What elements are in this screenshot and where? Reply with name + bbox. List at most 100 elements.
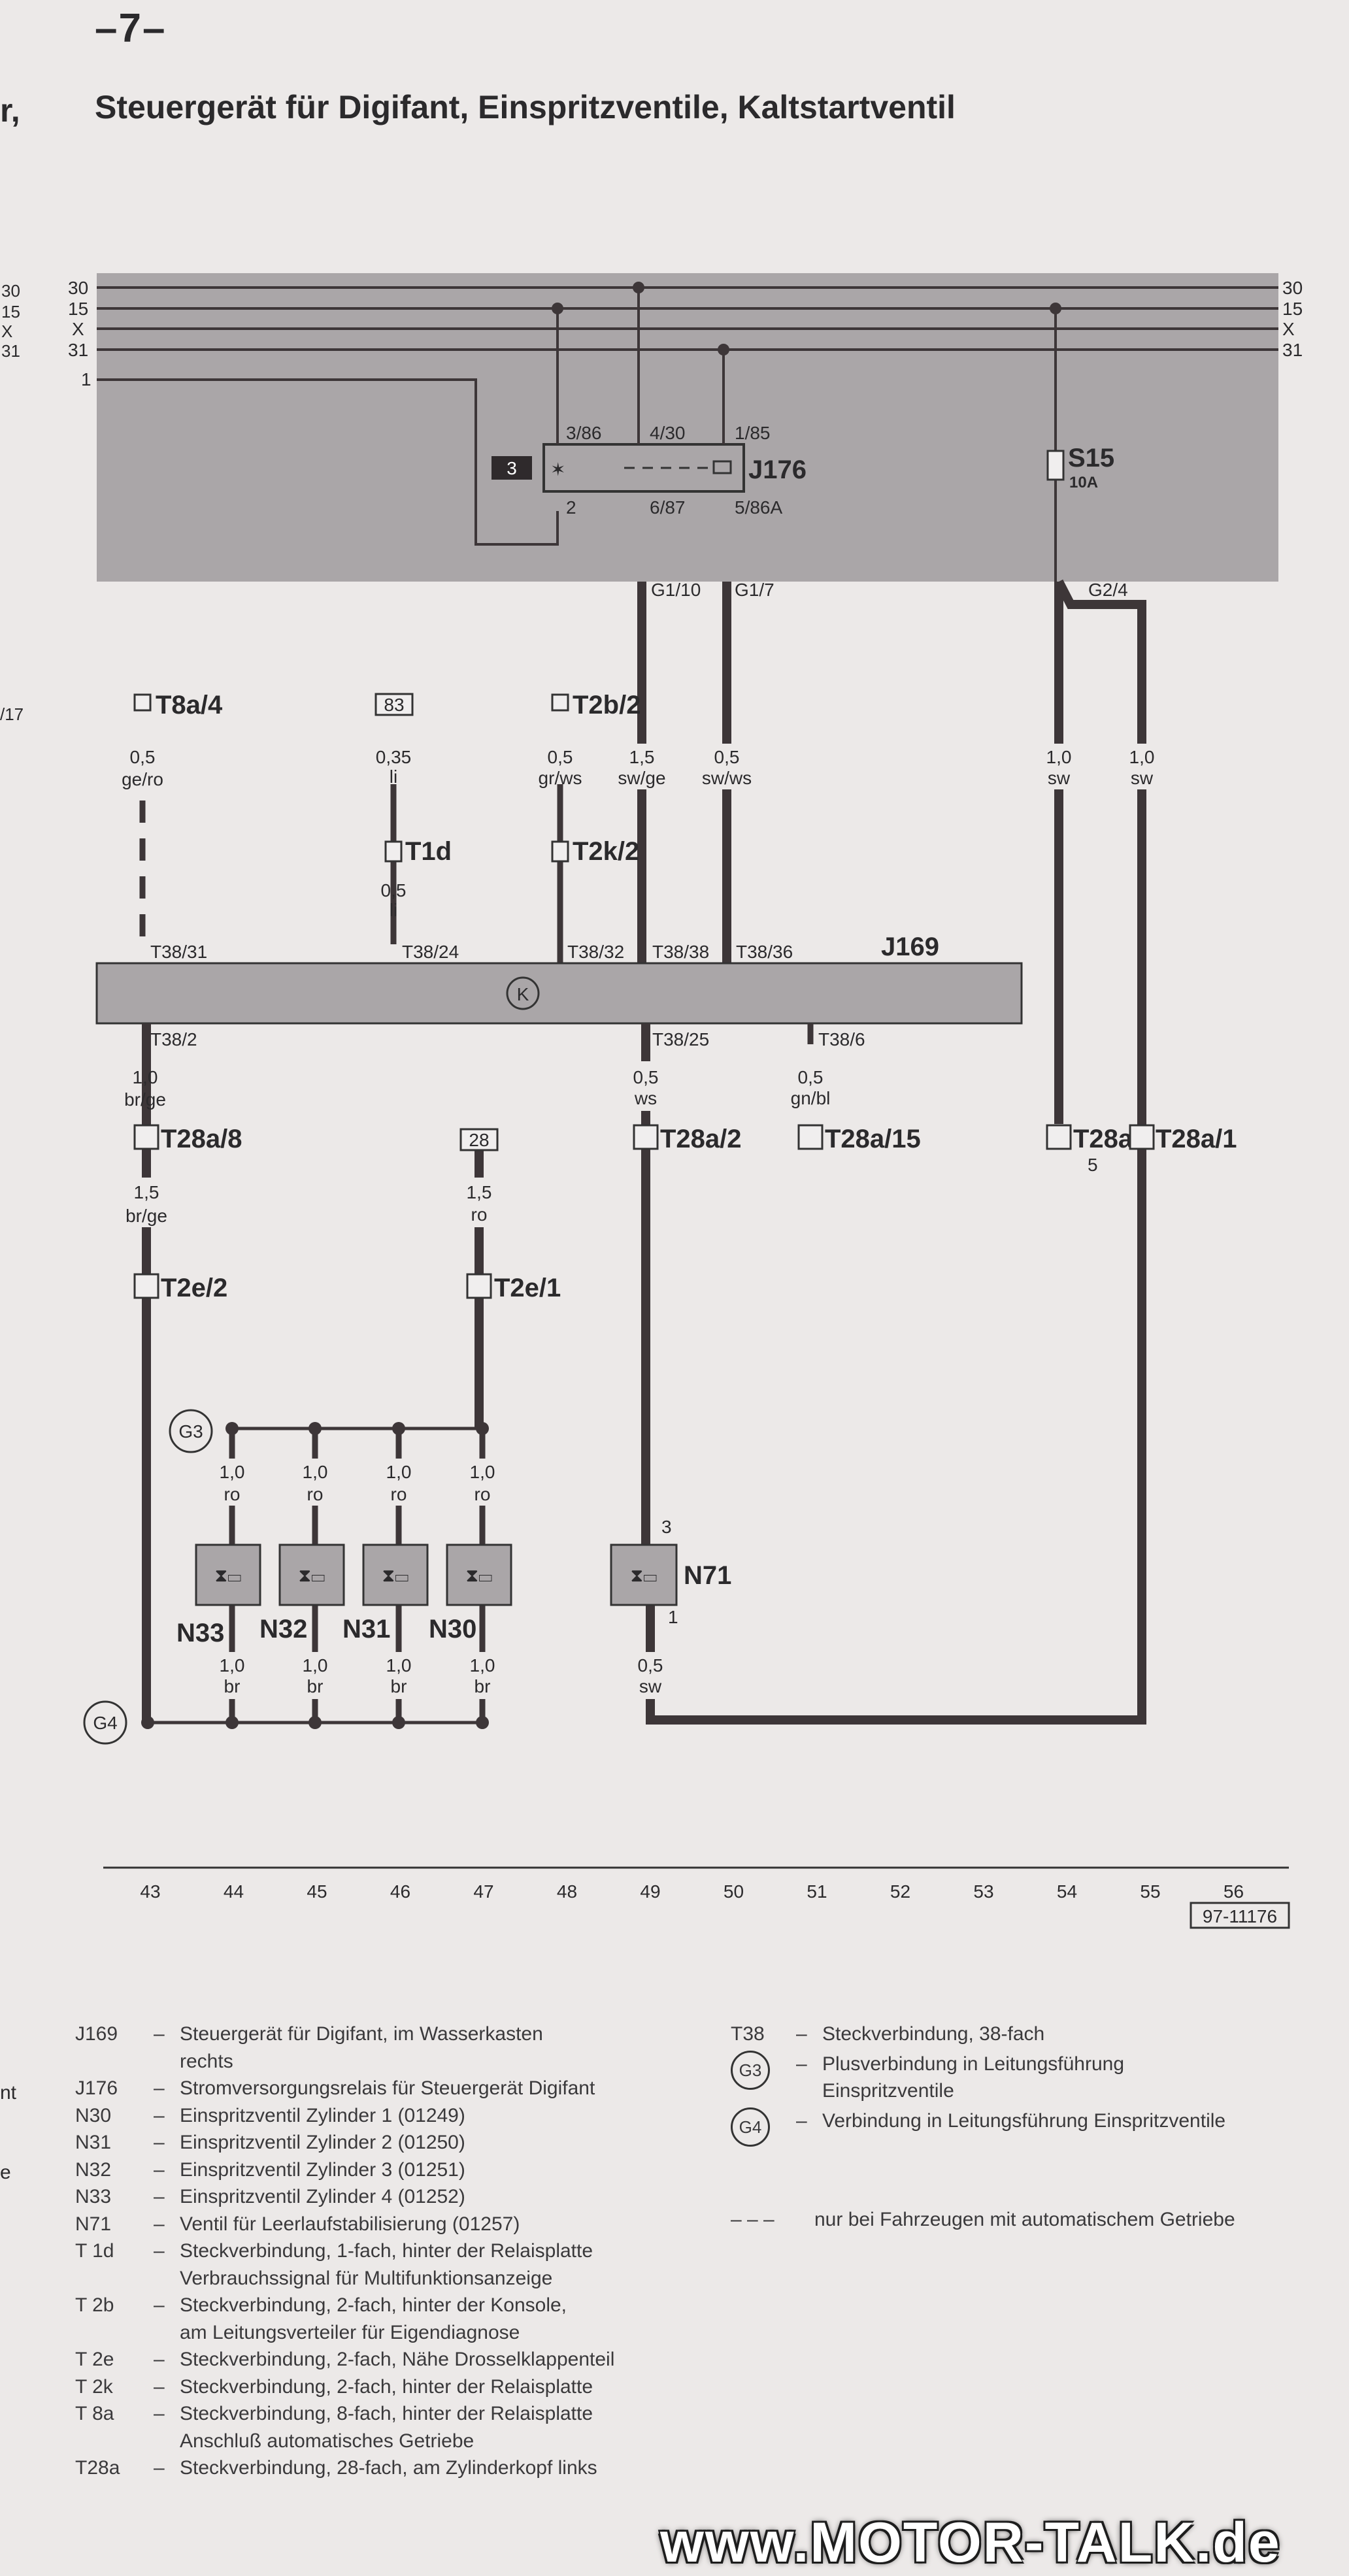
- scale-number: 56: [1224, 1881, 1244, 1902]
- connector-label: T8a/4: [156, 691, 223, 719]
- rail-label-left: 31: [68, 340, 88, 360]
- ecu-pin: T38/25: [652, 1029, 709, 1049]
- ecu-pin: T38/24: [402, 942, 459, 962]
- relay-coil: [712, 460, 732, 474]
- injector-n30: ⧗▭: [446, 1544, 512, 1606]
- legend-dash: –: [154, 2240, 165, 2262]
- scale-number: 48: [557, 1881, 577, 1902]
- legend-code: N33: [75, 2186, 112, 2207]
- legend-text: Einspritzventil Zylinder 2 (01250): [180, 2132, 465, 2153]
- rail-1: [97, 378, 559, 546]
- rail-label-right: 31: [1282, 340, 1303, 360]
- junction-dot: [225, 1422, 239, 1435]
- ground-connector: G1/10: [651, 580, 701, 600]
- connector-label: T2k/2: [573, 837, 639, 866]
- wire-n71-ground: [646, 1605, 1146, 1725]
- relay-pin: 5/86A: [735, 497, 782, 518]
- ref-box-label: 83: [384, 695, 404, 715]
- connector-symbol: [551, 693, 569, 712]
- ecu-pin: T38/32: [567, 942, 624, 962]
- relay-pin: 1/85: [735, 423, 771, 443]
- connector-symbol: [133, 1273, 159, 1299]
- legend-row: G4–Verbindung in Leitungsführung Einspri…: [731, 2107, 1319, 2147]
- rail-label-right: X: [1282, 319, 1295, 339]
- relay-diode-icon: ✶: [550, 459, 565, 480]
- legend-code: J176: [75, 2077, 118, 2099]
- wire-size: 1,0: [133, 1067, 158, 1087]
- edge-fragment: nt: [0, 2082, 17, 2104]
- ref-box: [459, 1128, 499, 1151]
- ground-connector: G1/7: [735, 580, 774, 600]
- legend-text: Stromversorgungsrelais für Steuergerät D…: [180, 2077, 595, 2099]
- fuse-rating: 10A: [1069, 474, 1098, 491]
- legend-code: G3: [731, 2050, 796, 2105]
- rail-label-right: 15: [1282, 299, 1303, 319]
- dash-text: nur bei Fahrzeugen mit automatischem Get…: [814, 2209, 1235, 2230]
- legend-row: T 2e–Steckverbindung, 2-fach, Nähe Dross…: [75, 2346, 729, 2373]
- connector-label: T2e/2: [161, 1274, 227, 1302]
- wire-color: ro: [224, 1484, 241, 1504]
- relay-pin: 4/30: [650, 423, 686, 443]
- legend-dash: –: [154, 2294, 165, 2316]
- wire-color: ge/ro: [122, 769, 163, 789]
- injector-n33: ⧗▭: [195, 1544, 261, 1606]
- page-title: Steuergerät für Digifant, Einspritzventi…: [95, 89, 956, 125]
- ecu-pin: T38/2: [150, 1029, 197, 1049]
- connector-symbol: [466, 1273, 492, 1299]
- wire-color: br/ge: [124, 1089, 166, 1110]
- legend-dash: –: [154, 2023, 165, 2045]
- legend-dash: –: [154, 2104, 165, 2126]
- relay-pin: 3/86: [566, 423, 602, 443]
- connector-symbol: [133, 693, 152, 712]
- relay-j176: [542, 443, 745, 493]
- connector-label: T28a/2: [660, 1125, 742, 1153]
- scale-number: 52: [890, 1881, 910, 1902]
- legend-code: N31: [75, 2132, 112, 2153]
- injector-n31: ⧗▭: [362, 1544, 429, 1606]
- ground-connector: G2/4: [1088, 580, 1128, 600]
- scale-number: 55: [1140, 1881, 1160, 1902]
- junction-dot: [718, 344, 729, 355]
- fuse-s15: [1046, 450, 1065, 481]
- legend-row: T 2b–Steckverbindung, 2-fach, hinter der…: [75, 2292, 729, 2346]
- injector-label: N30: [429, 1615, 476, 1643]
- ecu-symbol: [506, 976, 540, 1010]
- wire-size: 1,0: [1129, 747, 1155, 767]
- edge-fragment: 15: [1, 302, 20, 322]
- junction-dot: [225, 1716, 239, 1729]
- legend-row: N71–Ventil für Leerlaufstabilisierung (0…: [75, 2211, 729, 2238]
- dashed-note: – – –nur bei Fahrzeugen mit automatische…: [731, 2209, 1235, 2231]
- wire-size: 0,5: [714, 747, 740, 767]
- scale-number: 51: [807, 1881, 827, 1902]
- wire-size: 1,0: [220, 1655, 245, 1676]
- injector-label: N32: [259, 1615, 307, 1643]
- wire-color: br: [391, 1676, 407, 1696]
- drawing-number: 97-11176: [1203, 1906, 1277, 1926]
- junction-dot: [392, 1422, 405, 1435]
- legend-text: Plusverbindung in Leitungsführung Einspr…: [822, 2053, 1124, 2102]
- legend-row: T28a–Steckverbindung, 28-fach, am Zylind…: [75, 2454, 729, 2482]
- legend-text: Steuergerät für Digifant, im Wasserkaste…: [180, 2023, 543, 2072]
- legend-dash: –: [796, 2053, 807, 2075]
- injector-n32: ⧗▭: [278, 1544, 345, 1606]
- g4-node: [83, 1700, 127, 1745]
- valve-icon: ⧗▭: [466, 1565, 493, 1585]
- relay-panel: [97, 273, 1278, 582]
- legend-row: J169–Steuergerät für Digifant, im Wasser…: [75, 2021, 729, 2075]
- legend-row: G3–Plusverbindung in Leitungsführung Ein…: [731, 2050, 1319, 2105]
- ecu-symbol-label: K: [517, 984, 529, 1004]
- junction-dot: [476, 1422, 489, 1435]
- wire-color: br: [307, 1676, 324, 1696]
- wire-size: 1,0: [303, 1655, 328, 1676]
- wire-size: 1,0: [1046, 747, 1072, 767]
- wire-size: 0,5: [798, 1067, 824, 1087]
- legend-text: Steckverbindung, 28-fach, am Zylinderkop…: [180, 2457, 597, 2479]
- connector-label: T2b/2: [573, 691, 641, 719]
- wire-size: 0,35: [376, 747, 412, 767]
- wire-color: br/ge: [125, 1206, 167, 1226]
- junction-dot: [633, 282, 644, 293]
- wire-color: ro: [475, 1484, 491, 1504]
- legend-left: J169–Steuergerät für Digifant, im Wasser…: [75, 2021, 729, 2482]
